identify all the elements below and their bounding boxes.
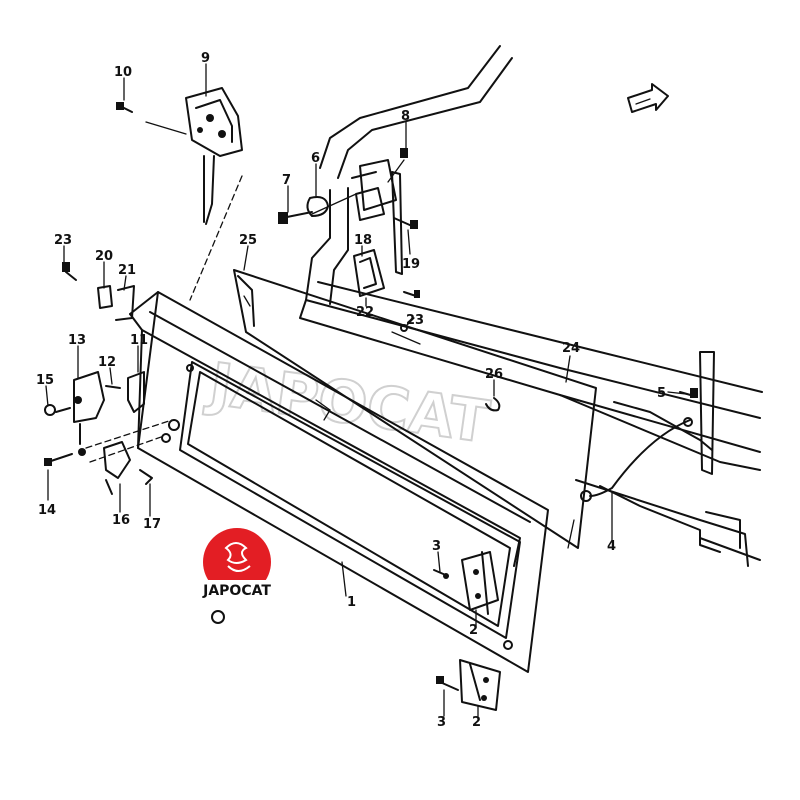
label-part-3-upper: 3 [432,539,441,554]
callout-labels: 1 2 2 3 3 4 5 6 7 8 9 10 11 12 13 14 15 … [36,51,666,730]
label-part-25: 25 [239,233,257,248]
label-part-10: 10 [114,65,132,80]
washer [211,610,225,624]
lock-assembly [145,87,243,301]
label-part-7: 7 [282,173,291,188]
screw-10 [116,102,133,113]
label-part-12: 12 [98,355,116,370]
label-part-26: 26 [485,367,503,382]
label-part-16: 16 [112,513,130,528]
front-direction-arrow-icon [627,83,669,113]
label-part-2-lower: 2 [472,715,481,730]
leader-lines [45,63,687,717]
hinge-upper [433,551,499,615]
support-cable [485,388,698,502]
left-hardware [44,262,173,495]
label-part-6: 6 [311,151,320,166]
label-part-24: 24 [562,341,580,356]
label-part-8: 8 [401,109,410,124]
trim-board [233,269,597,549]
label-part-23-right: 23 [406,313,424,328]
label-part-9: 9 [201,51,210,66]
label-part-19: 19 [402,257,420,272]
label-part-4: 4 [607,539,616,554]
japocat-logo: JAPOCAT [200,528,274,599]
label-part-18: 18 [354,233,372,248]
tailgate-panel [129,291,549,673]
label-part-14: 14 [38,503,56,518]
hinge-lower [436,659,501,711]
logo-text: JAPOCAT [202,583,271,599]
label-part-5: 5 [657,386,666,401]
label-part-22: 22 [356,305,374,320]
label-part-20: 20 [95,249,113,264]
label-part-15: 15 [36,373,54,388]
label-part-21: 21 [118,263,136,278]
striker-part [353,187,385,297]
vehicle-body [299,45,763,567]
cat-icon [224,542,248,564]
striker-bolt [278,148,408,224]
label-part-1: 1 [347,595,356,610]
label-part-13: 13 [68,333,86,348]
screws-right [391,217,421,345]
label-part-23-left: 23 [54,233,72,248]
label-part-2-upper: 2 [469,623,478,638]
label-part-11: 11 [130,333,148,348]
label-part-3-lower: 3 [437,715,446,730]
label-part-17: 17 [143,517,161,532]
